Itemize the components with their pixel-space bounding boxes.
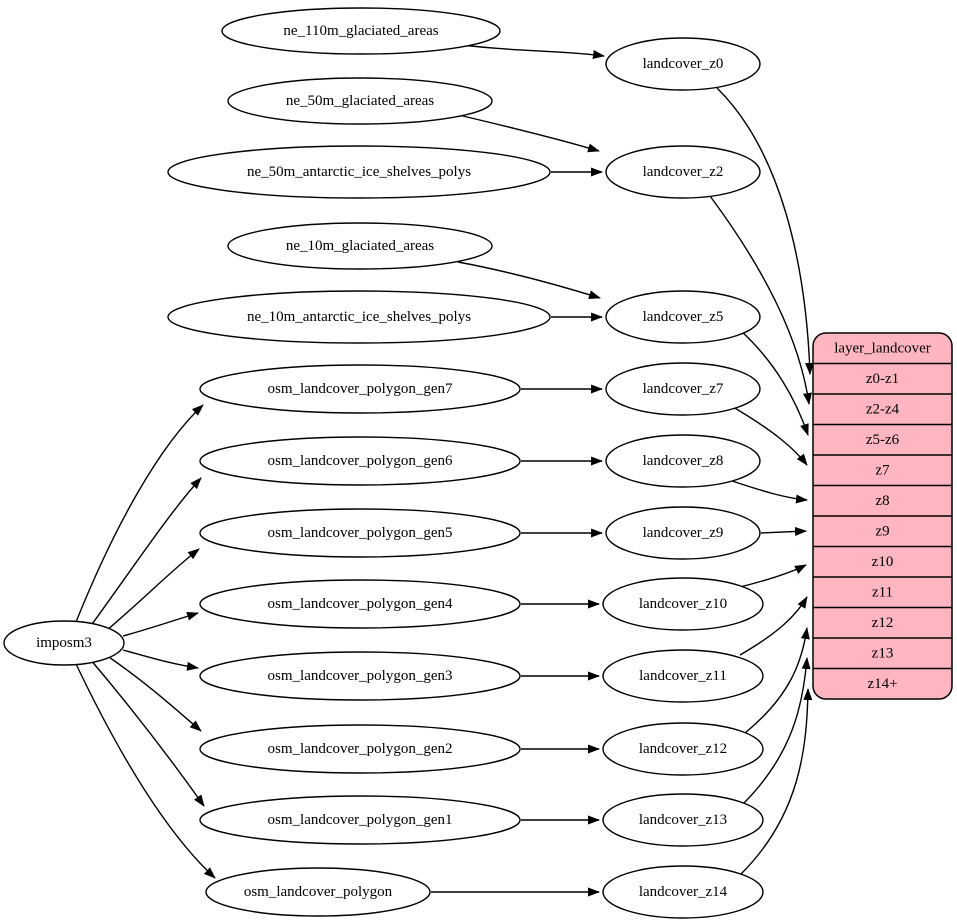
record-row-label: z7 <box>875 462 890 478</box>
node-ellipse-osm_landcover_polygon_gen6 <box>199 436 521 486</box>
record-row-label: z9 <box>875 523 889 539</box>
node-label-landcover_z0: landcover_z0 <box>643 56 724 72</box>
node-label-landcover_z8: landcover_z8 <box>643 453 724 469</box>
record-row-label: z14+ <box>867 676 897 692</box>
node-label-landcover_z7: landcover_z7 <box>643 381 724 397</box>
node-ellipse-osm_landcover_polygon_gen1 <box>199 795 521 845</box>
record-row-label: z5-z6 <box>866 432 900 448</box>
record-title: layer_landcover <box>834 340 931 356</box>
edge-landcover_z14-to-layer_landcover-z14+ <box>739 688 813 876</box>
node-ellipse-osm_landcover_polygon_gen4 <box>199 579 521 629</box>
edge-imposm3-to-osm_landcover_polygon_gen1 <box>89 658 205 807</box>
node-ellipse-osm_landcover_polygon_gen3 <box>199 651 521 701</box>
record-row-label: z8 <box>875 493 889 509</box>
node-ellipse-landcover_z13 <box>602 793 764 847</box>
edge-landcover_z10-to-layer_landcover-z10 <box>739 564 807 588</box>
node-ellipse-imposm3 <box>3 620 125 666</box>
edge-landcover_z5-to-layer_landcover-z5-z6 <box>739 329 809 436</box>
node-ellipse-landcover_z14 <box>602 865 764 919</box>
node-label-landcover_z14: landcover_z14 <box>639 884 728 900</box>
node-label-osm_landcover_polygon_gen6: osm_landcover_polygon_gen6 <box>268 453 453 469</box>
node-label-osm_landcover_polygon_gen5: osm_landcover_polygon_gen5 <box>268 525 453 541</box>
edge-landcover_z12-to-layer_landcover-z12 <box>744 627 810 734</box>
node-label-landcover_z2: landcover_z2 <box>643 164 724 180</box>
node-ellipse-landcover_z7 <box>605 362 761 416</box>
node-label-landcover_z10: landcover_z10 <box>639 596 727 612</box>
edge-landcover_z13-to-layer_landcover-z13 <box>742 657 811 805</box>
node-label-ne_50m_glaciated_areas: ne_50m_glaciated_areas <box>286 93 434 109</box>
node-ellipse-osm_landcover_polygon <box>205 867 431 917</box>
record-row-label: z0-z1 <box>866 371 899 387</box>
node-label-imposm3: imposm3 <box>36 635 92 651</box>
node-ellipse-landcover_z8 <box>605 434 761 488</box>
edge-ne_50m_glaciated_areas-to-landcover_z2 <box>449 112 600 153</box>
edge-landcover_z0-to-layer_landcover-z0-z1 <box>716 87 815 375</box>
node-ellipse-osm_landcover_polygon_gen5 <box>199 508 521 558</box>
node-label-landcover_z11: landcover_z11 <box>639 668 727 684</box>
node-label-osm_landcover_polygon_gen1: osm_landcover_polygon_gen1 <box>268 812 453 828</box>
node-label-osm_landcover_polygon_gen3: osm_landcover_polygon_gen3 <box>268 668 453 684</box>
edge-imposm3-to-osm_landcover_polygon_gen6 <box>89 477 202 628</box>
edge-imposm3-to-osm_landcover_polygon_gen4 <box>122 611 199 637</box>
record-row-label: z12 <box>872 615 894 631</box>
node-ellipse-landcover_z2 <box>605 145 761 199</box>
node-ellipse-ne_10m_antarctic_ice_shelves_polys <box>167 290 551 344</box>
node-ellipse-landcover_z9 <box>605 506 761 560</box>
edge-landcover_z9-to-layer_landcover-z9 <box>760 526 807 536</box>
edge-landcover_z11-to-layer_landcover-z11 <box>739 596 808 656</box>
record-row-label: z2-z4 <box>866 401 900 417</box>
edge-landcover_z7-to-layer_landcover-z7 <box>732 406 808 466</box>
node-label-osm_landcover_polygon_gen4: osm_landcover_polygon_gen4 <box>268 596 453 612</box>
edge-landcover_z2-to-layer_landcover-z2-z4 <box>709 195 812 405</box>
node-label-osm_landcover_polygon_gen7: osm_landcover_polygon_gen7 <box>268 381 453 397</box>
node-ellipse-landcover_z11 <box>602 649 764 703</box>
node-label-osm_landcover_polygon_gen2: osm_landcover_polygon_gen2 <box>268 741 453 757</box>
node-label-landcover_z12: landcover_z12 <box>639 741 727 757</box>
edge-imposm3-to-osm_landcover_polygon <box>75 663 216 879</box>
node-label-ne_50m_antarctic_ice_shelves_polys: ne_50m_antarctic_ice_shelves_polys <box>247 164 471 180</box>
edge-ne_10m_glaciated_areas-to-landcover_z5 <box>457 261 601 300</box>
node-ellipse-landcover_z5 <box>605 290 761 344</box>
node-label-osm_landcover_polygon: osm_landcover_polygon <box>244 884 393 900</box>
record-row-label: z11 <box>872 584 893 600</box>
node-ellipse-ne_50m_glaciated_areas <box>227 77 493 125</box>
record-row-label: z13 <box>872 645 894 661</box>
node-ellipse-osm_landcover_polygon_gen2 <box>199 724 521 774</box>
node-ellipse-landcover_z0 <box>605 37 761 91</box>
node-ellipse-ne_110m_glaciated_areas <box>221 7 501 55</box>
node-label-ne_110m_glaciated_areas: ne_110m_glaciated_areas <box>283 23 438 39</box>
edge-imposm3-to-osm_landcover_polygon_gen7 <box>75 404 204 623</box>
edge-imposm3-to-osm_landcover_polygon_gen2 <box>105 654 202 732</box>
node-label-ne_10m_antarctic_ice_shelves_polys: ne_10m_antarctic_ice_shelves_polys <box>247 309 471 325</box>
node-ellipse-osm_landcover_polygon_gen7 <box>199 364 521 414</box>
node-ellipse-ne_10m_glaciated_areas <box>227 222 493 270</box>
edge-imposm3-to-osm_landcover_polygon_gen5 <box>105 548 200 632</box>
node-ellipse-landcover_z12 <box>602 722 764 776</box>
node-label-ne_10m_glaciated_areas: ne_10m_glaciated_areas <box>286 238 434 254</box>
edge-landcover_z8-to-layer_landcover-z8 <box>722 477 808 504</box>
node-label-landcover_z9: landcover_z9 <box>643 525 724 541</box>
node-ellipse-ne_50m_antarctic_ice_shelves_polys <box>167 145 551 199</box>
node-ellipse-landcover_z10 <box>602 577 764 631</box>
edge-imposm3-to-osm_landcover_polygon_gen3 <box>122 649 199 671</box>
record-row-label: z10 <box>872 554 894 570</box>
node-label-landcover_z13: landcover_z13 <box>639 812 727 828</box>
node-label-landcover_z5: landcover_z5 <box>643 309 724 325</box>
